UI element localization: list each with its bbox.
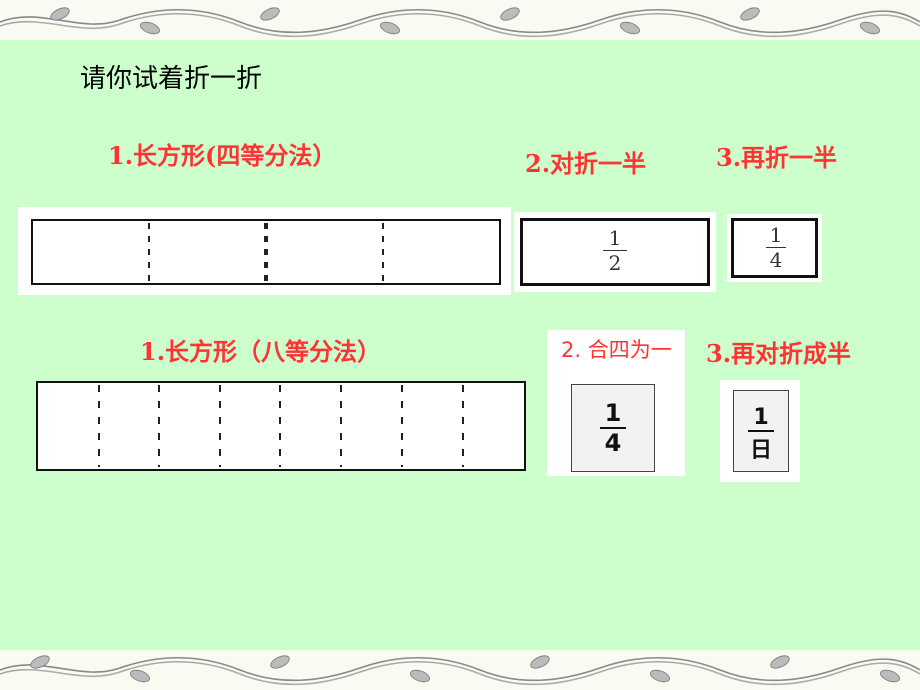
eight-part-heading: 1.长方形（八等分法）	[140, 337, 382, 366]
half-rectangle: 1 2	[520, 218, 710, 286]
fraction-one-quarter: 1 4	[766, 224, 786, 271]
quarter-rectangle: 1 4	[731, 218, 818, 278]
eighth-panel: 1 日	[720, 380, 800, 482]
decorative-vine-border-top	[0, 0, 920, 40]
combine-panel: 2. 合四为一 1 4	[547, 330, 685, 476]
four-part-step3-label: 3.再折一半	[716, 143, 838, 172]
fraction-bar	[603, 250, 627, 251]
fraction-bar	[600, 427, 626, 429]
page-title: 请你试着折一折	[80, 64, 263, 94]
fraction-one-eighth: 1 日	[748, 405, 774, 464]
four-part-rectangle	[31, 219, 501, 285]
eight-part-step3-label: 3.再对折成半	[706, 339, 852, 368]
fraction-one-half: 1 2	[603, 227, 627, 274]
four-part-heading: 1.长方形(四等分法）	[108, 141, 337, 170]
fold-lines	[148, 223, 384, 281]
fraction-bar	[748, 430, 774, 432]
fraction-numerator: 1	[604, 399, 622, 427]
fraction-numerator: 1	[769, 223, 783, 247]
fraction-denominator: 4	[769, 248, 783, 272]
fraction-bar	[766, 247, 786, 248]
eight-part-rectangle	[36, 381, 526, 471]
fraction-denominator: 日	[749, 438, 772, 463]
four-part-rectangle-panel	[18, 207, 511, 295]
eighth-rectangle: 1 日	[733, 390, 789, 472]
decorative-vine-border-bottom	[0, 650, 920, 690]
eight-part-step2-label: 2. 合四为一	[561, 338, 672, 362]
fraction-numerator: 1	[753, 405, 769, 430]
half-panel: 1 2	[514, 212, 716, 292]
four-part-step2-label: 2.对折一半	[525, 149, 647, 178]
quarter-panel: 1 4	[727, 214, 822, 282]
fold-lines	[98, 385, 464, 467]
fraction-one-quarter-bold: 1 4	[600, 399, 626, 457]
fraction-denominator: 2	[608, 251, 622, 275]
fraction-denominator: 4	[604, 429, 622, 457]
combine-square: 1 4	[571, 384, 655, 472]
fraction-numerator: 1	[608, 226, 622, 250]
